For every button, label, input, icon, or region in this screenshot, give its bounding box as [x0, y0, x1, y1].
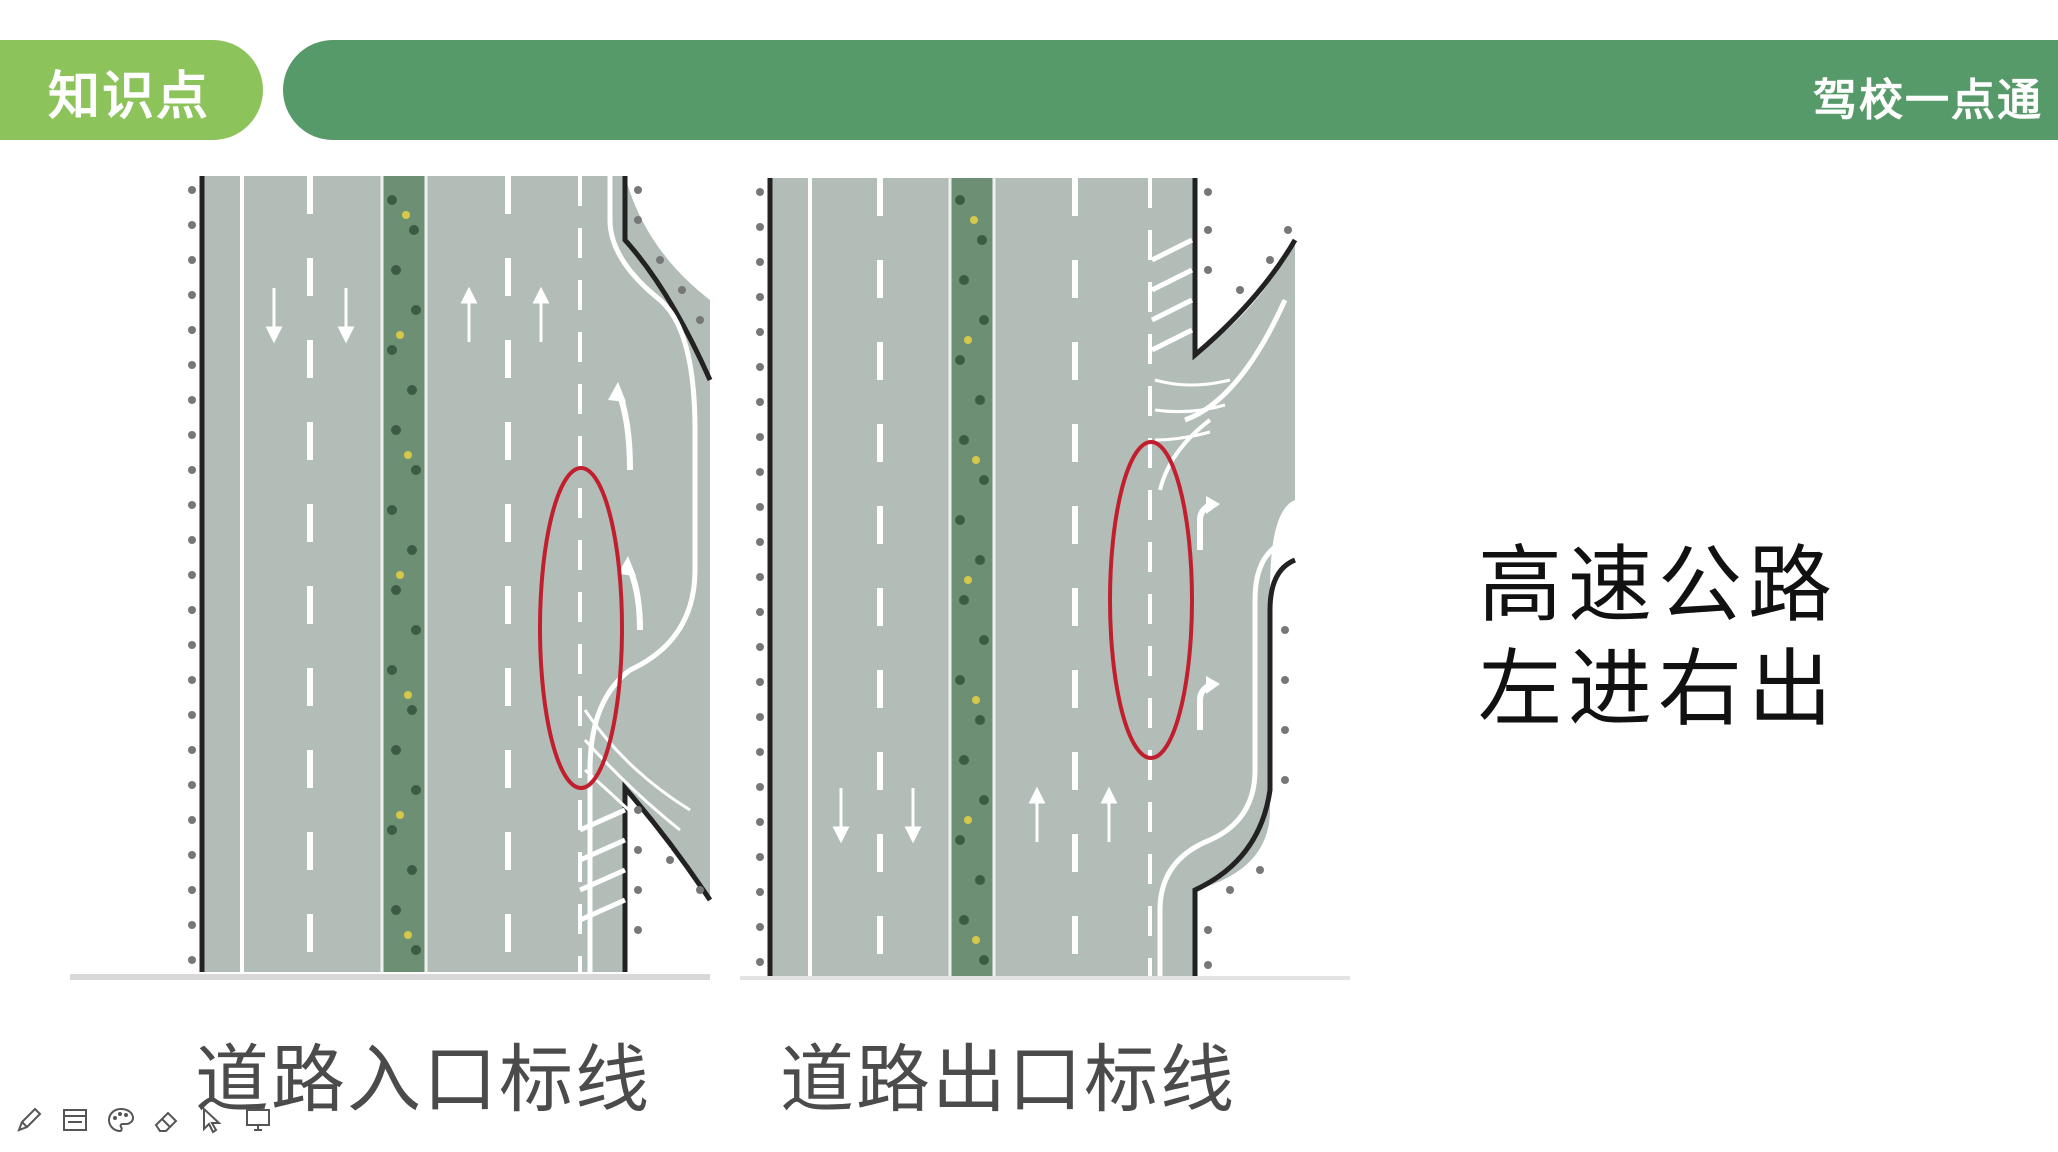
note-line-1: 高速公路 [1478, 536, 1839, 634]
eraser-icon[interactable] [152, 1105, 182, 1135]
knowledge-point-label: 知识点 [48, 67, 211, 127]
knowledge-point-tab: 知识点 [0, 40, 263, 140]
annotation-toolbar [14, 1105, 274, 1135]
palette-icon[interactable] [106, 1105, 136, 1135]
pen-icon[interactable] [14, 1105, 44, 1135]
window-icon[interactable] [60, 1105, 90, 1135]
brand-title: 驾校一点通 [1813, 75, 2043, 126]
entrance-caption: 道路入口标线 [195, 1037, 651, 1123]
pointer-icon[interactable] [198, 1105, 228, 1135]
screen-icon[interactable] [244, 1105, 274, 1135]
header-bar: 驾校一点通 [283, 40, 2058, 140]
exit-caption: 道路出口标线 [780, 1037, 1236, 1123]
note-line-2: 左进右出 [1478, 640, 1839, 738]
road-exit-diagram [740, 170, 1360, 990]
road-entrance-diagram [70, 170, 720, 990]
